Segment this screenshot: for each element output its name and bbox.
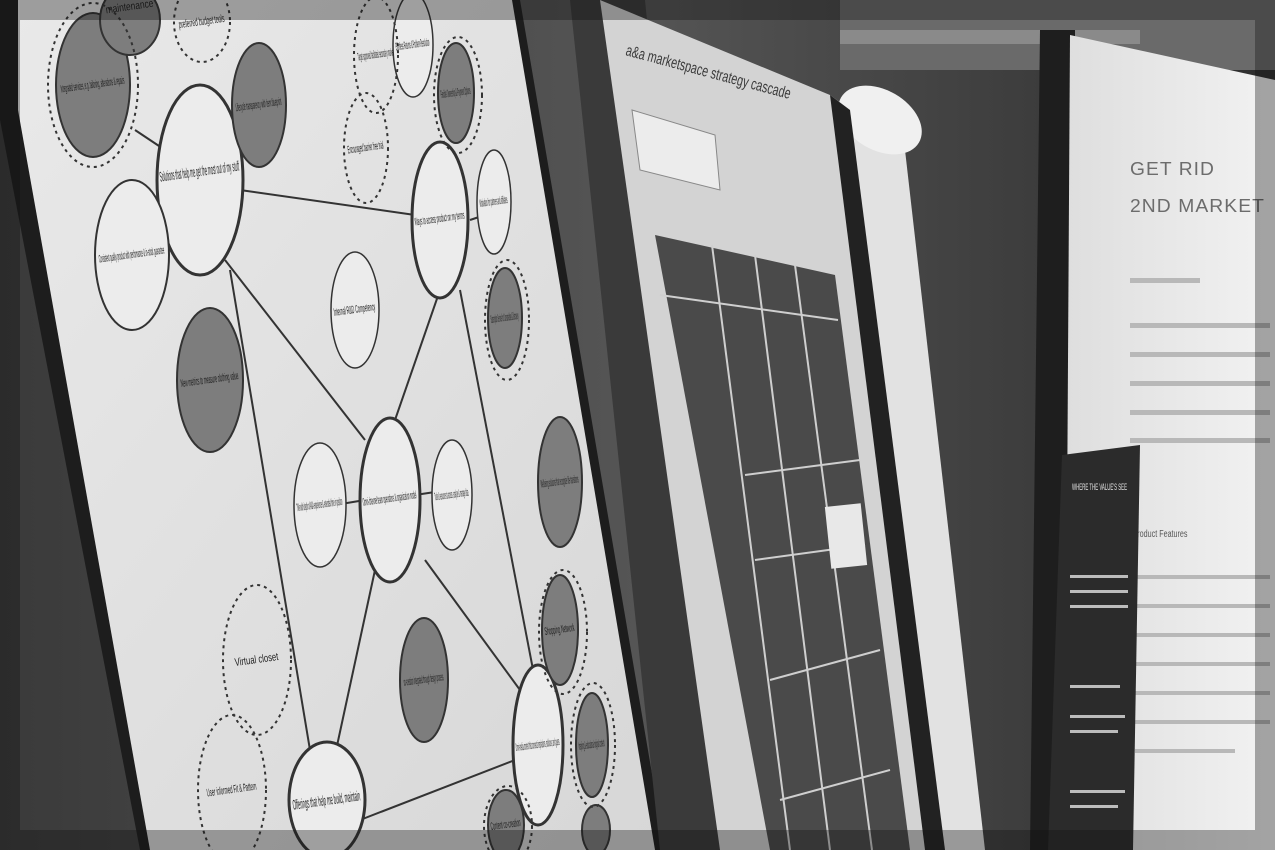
label-inspiring: Inspiring & educational original content — [578, 737, 605, 753]
mindmap-light-nodes — [94, 0, 565, 850]
easel-leg — [830, 95, 945, 850]
node-internal-rd — [330, 251, 380, 369]
mindmap-dashed-nodes — [47, 0, 616, 850]
label-subscription: Subscription Service for Consumables & D… — [490, 310, 519, 326]
sticky-note — [824, 503, 868, 569]
node-new-metrics — [176, 307, 244, 453]
node-inspiring — [575, 692, 609, 798]
node-shopping-network — [541, 574, 579, 686]
strategy-table — [655, 235, 910, 850]
node-omni-media — [511, 663, 565, 827]
label-internal-rd: Internal R&D Competency — [333, 301, 376, 319]
node-effortless-returns — [392, 0, 434, 98]
mindmap-dark-nodes — [55, 0, 611, 850]
dark-card-title: WHERE THE VALUE'S SEE — [1072, 482, 1127, 492]
dark-card — [1048, 445, 1140, 850]
node-extra — [581, 804, 611, 850]
strategy-thumbnail — [631, 109, 721, 191]
node-wellbeing — [537, 416, 583, 548]
label-target-approved: Target approved facilitated secondary ma… — [357, 47, 394, 64]
paper-roll — [838, 85, 922, 155]
label-wellbeing: Wellbeing solutions that recognize life … — [540, 473, 579, 490]
second-market-line2: 2ND MARKET — [1130, 196, 1265, 216]
node-content-co — [487, 789, 525, 850]
label-shopping-network: Shopping Network — [544, 622, 576, 638]
label-content-co: Content co-creation — [490, 817, 521, 833]
label-tools: Tools & resources to access, analyze & m… — [434, 487, 469, 504]
node-offerings — [287, 740, 367, 850]
node-tms — [293, 442, 347, 568]
node-consistent-quality — [94, 179, 170, 331]
mindmap-labels: Solutions that help me get the most out … — [60, 0, 605, 833]
second-market-section: Product Features — [1133, 529, 1188, 540]
label-effortless-returns: Effortless Returns & Problem Resolution — [395, 37, 430, 54]
dark-card-textlines — [1070, 575, 1128, 808]
node-lifecycle — [231, 42, 287, 168]
label-co-creation: co-creation integrated through design pr… — [403, 671, 444, 688]
right-poster-textlines — [1130, 278, 1270, 753]
node-tools — [431, 439, 473, 551]
node-central — [358, 416, 422, 584]
node-flexible-ownership — [437, 42, 475, 144]
label-encouraged-trial: Encouraged barrier free trial — [347, 140, 384, 157]
node-co-creation — [399, 617, 449, 743]
node-solutions — [155, 83, 245, 277]
label-motivation: Motivation for partners and affiliates — [479, 194, 508, 210]
label-flexible-ownership: Flexible Ownership & Payment Options — [440, 85, 471, 101]
node-integrated-services — [55, 12, 131, 158]
second-market-line1: GET RID — [1130, 159, 1215, 179]
node-ways-access — [410, 140, 470, 300]
node-subscription — [487, 267, 523, 369]
node-motivation — [476, 149, 512, 255]
